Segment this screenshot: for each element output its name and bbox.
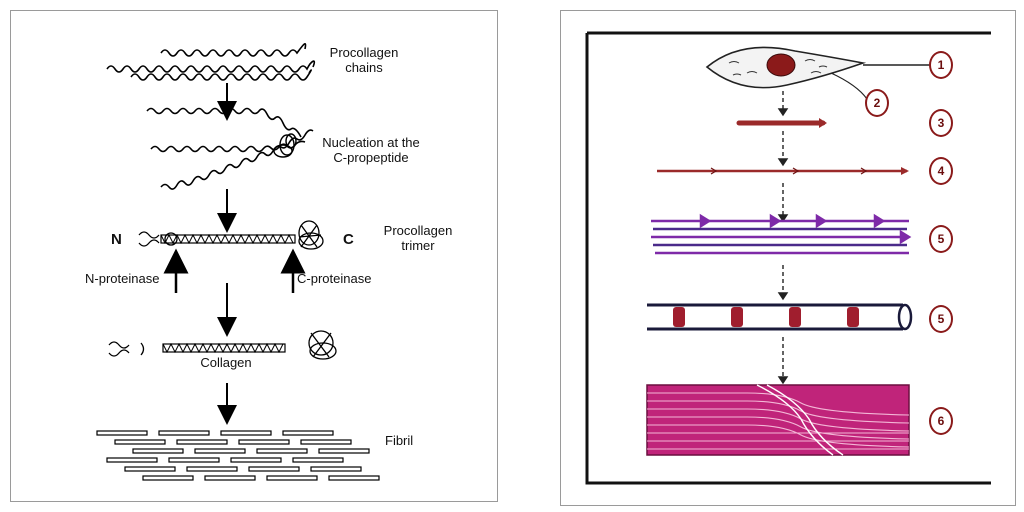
collagen-molecule-segment — [194, 448, 246, 454]
c-proteinase-label: C-proteinase — [297, 271, 372, 286]
procollagen-molecule — [736, 118, 827, 128]
n-propeptide — [138, 231, 178, 247]
procollagen-trimer — [138, 220, 324, 250]
n-terminus-label: N — [111, 231, 122, 248]
collagen-molecule-segment — [186, 466, 238, 472]
collagen-molecule-segment — [142, 475, 194, 481]
nucleating-chains — [146, 107, 314, 190]
fibrillogenesis-drawing — [585, 31, 991, 485]
step-marker-6: 6 — [929, 407, 953, 435]
collagen-molecule-segment — [256, 448, 308, 454]
collagen-molecule-segment — [158, 430, 210, 436]
collagen-molecule-segment — [132, 448, 184, 454]
c-propeptide — [298, 220, 324, 250]
collagen-molecule-segment — [266, 475, 318, 481]
collagen-molecule-segment — [318, 448, 370, 454]
collagen-molecule-segment — [96, 430, 148, 436]
fibril-label: Fibril — [385, 433, 414, 448]
c-terminus-label: C — [343, 231, 354, 248]
step-marker-3: 3 — [929, 109, 953, 137]
collagen-molecule-segment — [282, 430, 334, 436]
collagen-molecule-segment — [106, 457, 158, 463]
procollagen-chain — [160, 42, 307, 57]
cell-nucleus — [766, 53, 796, 77]
inner-frame — [585, 31, 991, 485]
collagen-molecule-segment — [204, 475, 256, 481]
collagen-fiber-bundle — [646, 384, 910, 456]
collagen-label: Collagen — [200, 355, 252, 370]
collagen-molecule-segment — [168, 457, 220, 463]
step-marker-5b: 5 — [929, 305, 953, 333]
collagen-molecule-segment — [124, 466, 176, 472]
collagen-molecule-segment — [238, 439, 290, 445]
c-propeptide-knot — [273, 133, 297, 158]
procollagen-chain — [106, 60, 316, 73]
cleaved-n-propeptide — [108, 341, 145, 357]
collagen-molecule-segment — [230, 457, 282, 463]
procollagen-chain — [130, 69, 312, 81]
dashed-arrows — [777, 91, 789, 385]
procollagen-pathway-drawing — [96, 42, 380, 481]
collagen-molecule-segment — [248, 466, 300, 472]
step-marker-1: 1 — [929, 51, 953, 79]
collagen-molecule — [162, 342, 286, 354]
collagen-molecule-segment — [220, 430, 272, 436]
fibril-array — [96, 430, 380, 481]
collagen-molecule-segment — [114, 439, 166, 445]
collagen-molecule-segment — [300, 439, 352, 445]
step-marker-4: 4 — [929, 157, 953, 185]
tropocollagen-fiber — [657, 167, 909, 175]
collagen-molecule-segment — [310, 466, 362, 472]
collagen-molecule-segment — [292, 457, 344, 463]
collagen-molecule-segment — [176, 439, 228, 445]
cleaved-c-propeptide — [308, 330, 337, 360]
step-marker-2: 2 — [865, 89, 889, 117]
banded-fibril — [647, 303, 913, 331]
fibroblast-cell — [705, 46, 931, 100]
microfibril-strands — [651, 213, 912, 255]
fibrillogenesis-panel: 1 2 3 4 5 5 6 — [560, 10, 1016, 506]
step-marker-5a: 5 — [929, 225, 953, 253]
n-proteinase-label: N-proteinase — [85, 271, 160, 286]
procollagen-chains — [106, 42, 316, 81]
collagen-molecule-segment — [328, 475, 380, 481]
